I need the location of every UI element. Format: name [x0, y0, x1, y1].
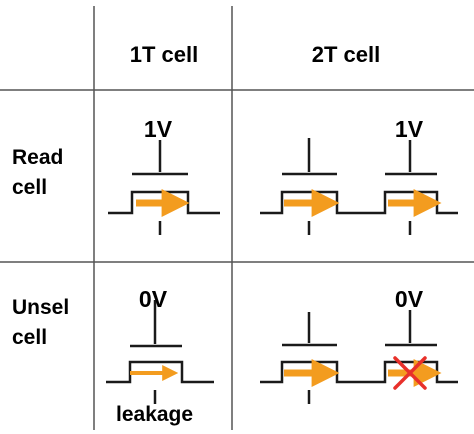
table-grid: [0, 6, 474, 430]
unsel-1t-voltage: 0V: [139, 286, 168, 312]
unsel-2t-transistors: [260, 310, 458, 404]
row-label-unsel-line1: Unsel: [12, 296, 69, 319]
read-2t-transistors: [260, 138, 458, 235]
row-label-read-line1: Read: [12, 146, 63, 169]
read-1t-voltage: 1V: [144, 116, 173, 142]
row-label-unsel-line2: cell: [12, 326, 47, 349]
column-header-1t: 1T cell: [130, 42, 198, 67]
leakage-label: leakage: [116, 403, 193, 426]
unsel-2t-voltage: 0V: [395, 286, 424, 312]
read-2t-voltage: 1V: [395, 116, 424, 142]
row-label-read-line2: cell: [12, 176, 47, 199]
read-1t-transistor: [108, 140, 220, 235]
column-header-2t: 2T cell: [312, 42, 380, 67]
blocked-cross-icon: [393, 356, 427, 390]
unsel-1t-transistor: [106, 300, 214, 404]
